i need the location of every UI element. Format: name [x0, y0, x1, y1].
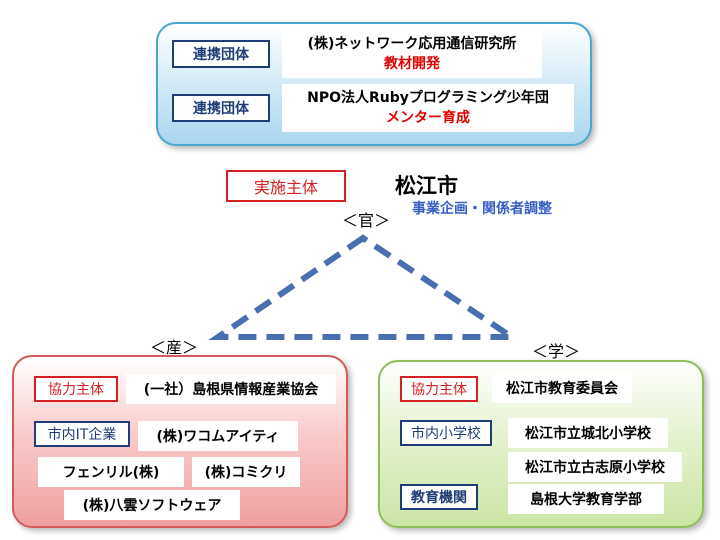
industry-coop-tag: 協力主体: [34, 376, 118, 402]
partner-tag-2: 連携団体: [172, 94, 270, 122]
institution-name: 島根大学教育学部: [508, 484, 664, 514]
industry-panel: 協力主体 (一社）島根県情報産業協会 市内IT企業 (株)ワコムアイティ フェン…: [12, 355, 348, 528]
triangle-dashed-outline: [208, 234, 522, 340]
partner-role-2: メンター育成: [386, 110, 470, 126]
school-1: 松江市立城北小学校: [508, 418, 668, 448]
company-1: (株)ワコムアイティ: [138, 421, 298, 451]
company-4: (株)八雲ソフトウェア: [64, 490, 240, 520]
company-2: フェンリル(株): [38, 457, 184, 487]
it-companies-tag: 市内IT企業: [34, 421, 130, 447]
vertex-industry-label: ＜産＞: [150, 338, 199, 357]
main-actor-name: 松江市: [395, 174, 458, 198]
partner-organizations-panel: 連携団体 (株)ネットワーク応用通信研究所 教材開発 連携団体 NPO法人Rub…: [156, 22, 592, 146]
academia-panel: 協力主体 松江市教育委員会 市内小学校 松江市立城北小学校 松江市立古志原小学校…: [378, 360, 704, 528]
education-institution-tag: 教育機関: [400, 484, 478, 510]
company-3: (株)コミクリ: [192, 457, 300, 487]
partner-tag-1: 連携団体: [172, 40, 270, 68]
vertex-academia-label: ＜学＞: [532, 342, 581, 361]
partner-name-1: (株)ネットワーク応用通信研究所: [307, 36, 517, 52]
partner-box-2: NPO法人Rubyプログラミング少年団 メンター育成: [282, 84, 574, 132]
school-2: 松江市立古志原小学校: [508, 452, 682, 482]
partner-box-1: (株)ネットワーク応用通信研究所 教材開発: [282, 30, 542, 78]
academia-coop-name: 松江市教育委員会: [492, 373, 632, 403]
partner-role-1: 教材開発: [384, 56, 440, 72]
main-actor-description: 事業企画・関係者調整: [412, 201, 552, 217]
main-actor-tag: 実施主体: [226, 170, 346, 202]
vertex-government-label: ＜官＞: [342, 211, 391, 230]
partner-name-2: NPO法人Rubyプログラミング少年団: [307, 90, 549, 106]
academia-coop-tag: 協力主体: [400, 376, 478, 402]
elementary-schools-tag: 市内小学校: [400, 420, 492, 446]
industry-coop-name: (一社）島根県情報産業協会: [126, 374, 336, 404]
